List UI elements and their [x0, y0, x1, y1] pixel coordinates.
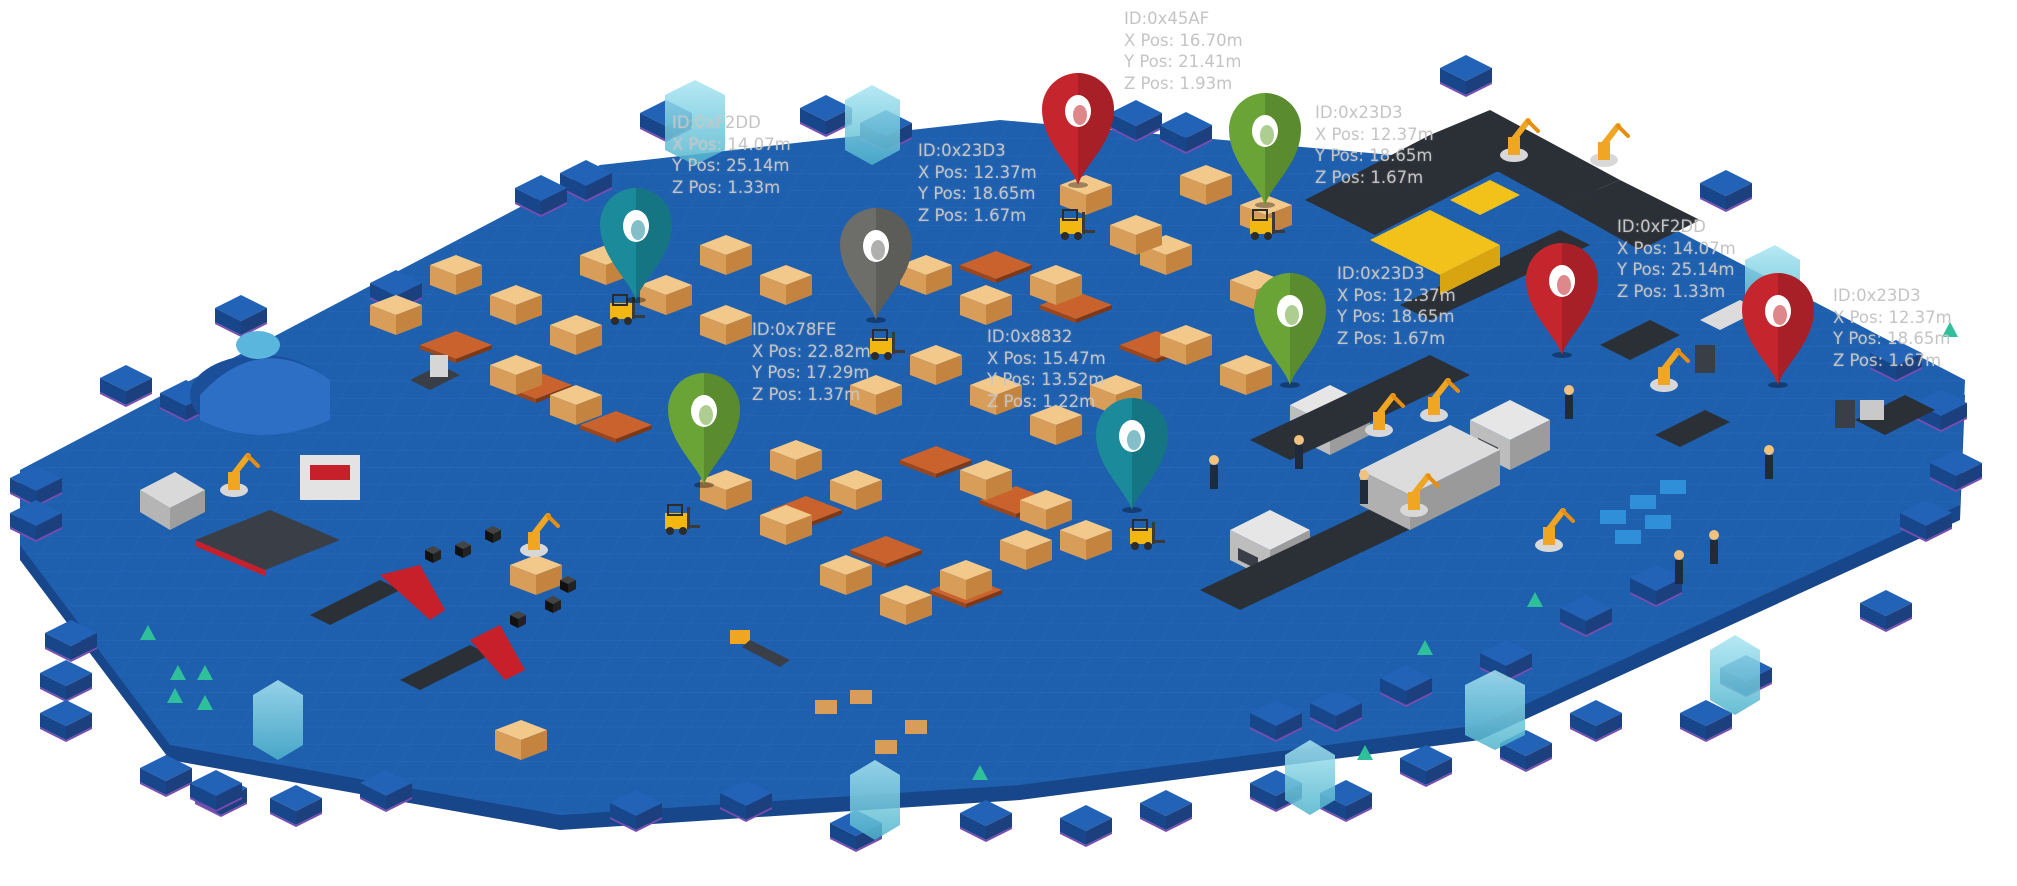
tag-x-pos: X Pos: 14.07m	[672, 134, 791, 154]
tag-y-pos: Y Pos: 18.65m	[1833, 329, 1951, 348]
tag-y-pos: Y Pos: 17.29m	[752, 363, 870, 382]
tag-y-pos: Y Pos: 13.52m	[987, 370, 1105, 389]
tag-x-pos: X Pos: 12.37m	[1833, 307, 1952, 327]
tag-y-pos: Y Pos: 21.41m	[1124, 52, 1242, 71]
tag-x-pos: X Pos: 14.07m	[1617, 238, 1736, 258]
tag-label-23d3-c: ID:0x23D3 X Pos: 12.37m Y Pos: 18.65m Z …	[1337, 263, 1456, 349]
tag-z-pos: Z Pos: 1.67m	[1315, 167, 1424, 187]
right-production-area	[1200, 110, 1935, 610]
tag-z-pos: Z Pos: 1.37m	[752, 384, 861, 404]
tag-label-45af: ID:0x45AF X Pos: 16.70m Y Pos: 21.41m Z …	[1124, 8, 1243, 94]
location-pin-icon	[1229, 93, 1301, 208]
location-pin-icon	[840, 208, 912, 323]
tag-y-pos: Y Pos: 18.65m	[1315, 146, 1433, 165]
glass-cubes	[253, 80, 1800, 840]
location-pin-icon	[1042, 73, 1114, 188]
tag-id: ID:0xF2DD	[672, 113, 761, 132]
tag-x-pos: X Pos: 16.70m	[1124, 30, 1243, 50]
tag-z-pos: Z Pos: 1.67m	[918, 205, 1027, 225]
tag-y-pos: Y Pos: 25.14m	[672, 156, 790, 175]
tag-label-8832: ID:0x8832 X Pos: 15.47m Y Pos: 13.52m Z …	[987, 326, 1106, 412]
left-production-area	[140, 331, 1688, 754]
tag-y-pos: Y Pos: 18.65m	[1337, 307, 1455, 326]
location-pin-icon	[1096, 398, 1168, 513]
location-pin-icon	[1254, 273, 1326, 388]
tag-z-pos: Z Pos: 1.22m	[987, 391, 1096, 411]
tag-x-pos: X Pos: 22.82m	[752, 341, 871, 361]
tag-id: ID:0x23D3	[1315, 103, 1403, 122]
tag-z-pos: Z Pos: 1.33m	[672, 177, 781, 197]
trees	[140, 322, 1958, 780]
tag-id: ID:0x23D3	[1833, 286, 1921, 305]
tag-z-pos: Z Pos: 1.67m	[1833, 350, 1942, 370]
tag-label-f2dd-b: ID:0xF2DD X Pos: 14.07m Y Pos: 25.14m Z …	[1617, 216, 1736, 302]
tag-label-23d3-d: ID:0x23D3 X Pos: 12.37m Y Pos: 18.65m Z …	[1833, 285, 1952, 371]
tag-x-pos: X Pos: 12.37m	[1315, 124, 1434, 144]
tag-y-pos: Y Pos: 25.14m	[1617, 260, 1735, 279]
tag-id: ID:0x78FE	[752, 320, 837, 339]
tag-label-f2dd-a: ID:0xF2DD X Pos: 14.07m Y Pos: 25.14m Z …	[672, 112, 791, 198]
tag-label-23d3-a: ID:0x23D3 X Pos: 12.37m Y Pos: 18.65m Z …	[918, 140, 1037, 226]
tag-z-pos: Z Pos: 1.33m	[1617, 281, 1726, 301]
tag-id: ID:0x45AF	[1124, 9, 1210, 28]
location-pin-icon	[600, 188, 672, 303]
tag-x-pos: X Pos: 15.47m	[987, 348, 1106, 368]
tag-x-pos: X Pos: 12.37m	[1337, 285, 1456, 305]
location-pin-icon	[668, 373, 740, 488]
tag-id: ID:0x23D3	[1337, 264, 1425, 283]
tag-id: ID:0xF2DD	[1617, 217, 1706, 236]
tag-id: ID:0x23D3	[918, 141, 1006, 160]
tag-x-pos: X Pos: 12.37m	[918, 162, 1037, 182]
tag-z-pos: Z Pos: 1.93m	[1124, 73, 1233, 93]
tag-label-23d3-b: ID:0x23D3 X Pos: 12.37m Y Pos: 18.65m Z …	[1315, 102, 1434, 188]
tag-z-pos: Z Pos: 1.67m	[1337, 328, 1446, 348]
location-pins	[600, 73, 1814, 513]
tag-y-pos: Y Pos: 18.65m	[918, 184, 1036, 203]
workers	[1209, 385, 1774, 584]
tag-id: ID:0x8832	[987, 327, 1073, 346]
location-pin-icon	[1742, 273, 1814, 388]
location-pin-icon	[1526, 243, 1598, 358]
tag-label-78fe: ID:0x78FE X Pos: 22.82m Y Pos: 17.29m Z …	[752, 319, 871, 405]
